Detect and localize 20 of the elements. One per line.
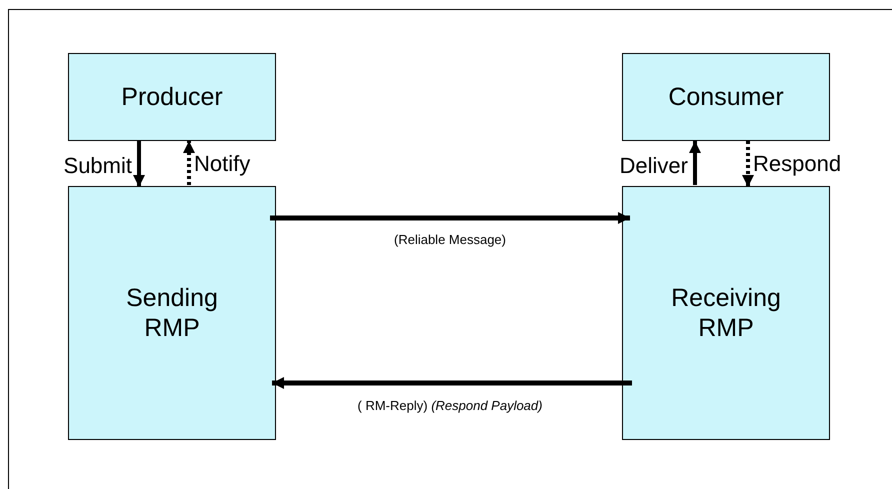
process-box — [622, 186, 830, 440]
box-label: Receiving RMP — [670, 283, 782, 343]
arrow — [270, 212, 630, 224]
box-label: Producer — [120, 82, 224, 112]
process-box — [622, 53, 830, 141]
process-box — [68, 53, 276, 141]
arrow — [742, 141, 754, 187]
arrow — [183, 141, 195, 185]
box-label: Consumer — [667, 82, 785, 112]
edge-label: Respond — [753, 151, 842, 176]
process-box — [68, 186, 276, 440]
arrow — [133, 141, 145, 187]
arrow — [689, 141, 701, 185]
edge-label: ( RM-Reply) (Respond Payload) — [358, 398, 542, 413]
box-label: Sending RMP — [125, 283, 219, 343]
arrow — [272, 377, 632, 389]
edge-label: Notify — [194, 151, 250, 176]
edge-label: Submit — [64, 153, 132, 178]
edge-label: Deliver — [620, 153, 688, 178]
edge-label: (Reliable Message) — [394, 232, 506, 247]
